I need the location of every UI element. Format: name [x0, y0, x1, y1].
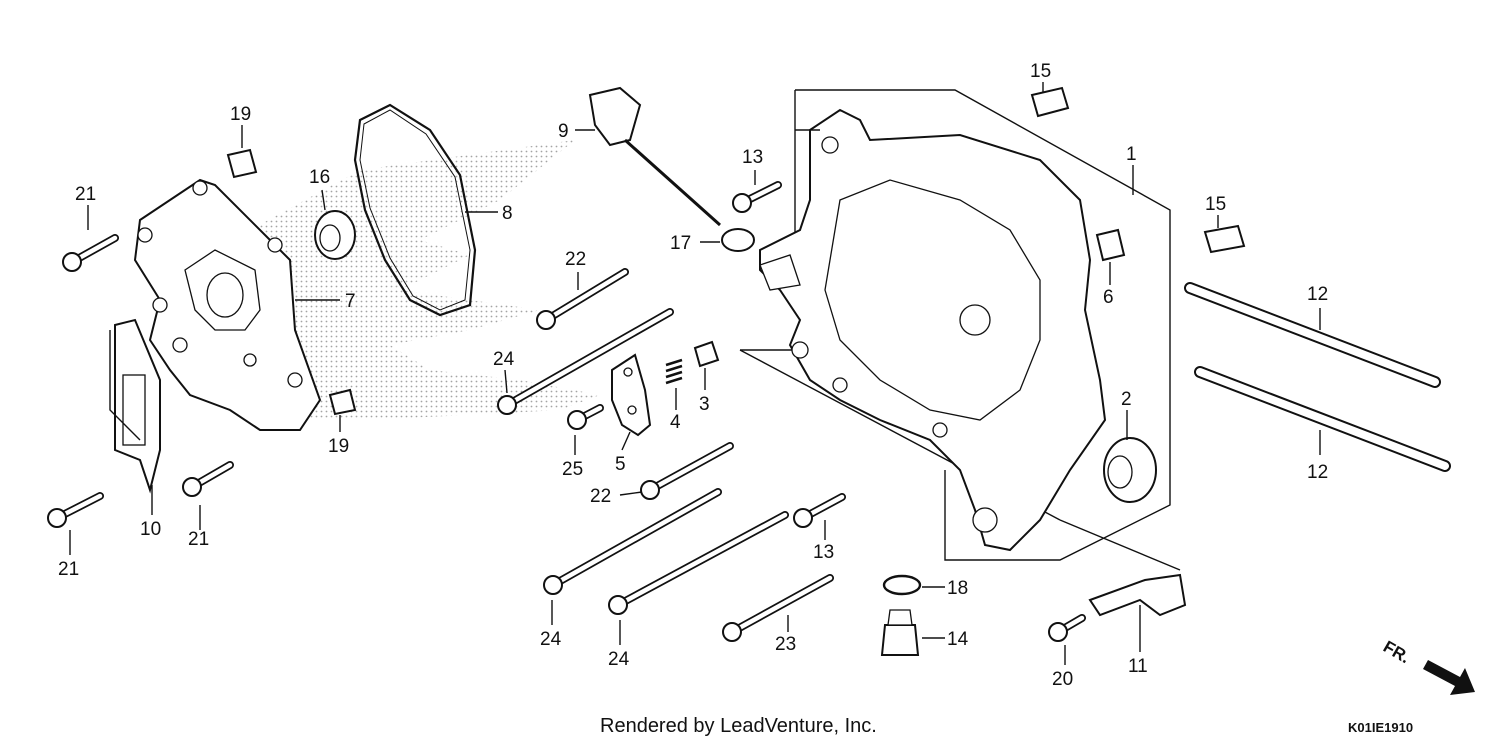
callout-12-lower: 12 — [1307, 462, 1328, 483]
front-direction-indicator: FR. — [1380, 637, 1475, 695]
callout-5: 5 — [615, 454, 626, 475]
callout-24-right: 24 — [608, 649, 630, 670]
bracket-part-11[interactable] — [1088, 573, 1187, 617]
bolt-part-13-lower[interactable] — [793, 493, 846, 528]
callout-19-top: 19 — [230, 104, 251, 125]
callout-9: 9 — [558, 121, 569, 142]
bolt-part-23[interactable] — [722, 574, 834, 642]
drain-plug-part-14[interactable] — [880, 609, 920, 656]
callout-8: 8 — [502, 203, 513, 224]
diagram-code: K01IE1910 — [1348, 720, 1413, 735]
dowel-pin-part-19-bottom[interactable] — [328, 388, 357, 416]
callout-15-right: 15 — [1205, 194, 1226, 215]
callout-labels: 1 2 3 4 5 6 7 8 9 10 11 12 12 13 13 14 1… — [58, 61, 1328, 690]
callout-11: 11 — [1128, 656, 1148, 677]
front-arrow-icon — [1423, 660, 1475, 695]
leader-lines — [69, 82, 1321, 665]
callout-15-top: 15 — [1030, 61, 1051, 82]
callout-13-upper: 13 — [742, 147, 763, 168]
bolt-part-24-left[interactable] — [543, 488, 722, 595]
callout-7: 7 — [345, 291, 356, 312]
callout-24-left: 24 — [540, 629, 562, 650]
plate-part-5[interactable] — [611, 353, 652, 437]
bolt-part-24-top[interactable] — [497, 308, 674, 415]
callout-12-upper: 12 — [1307, 284, 1328, 305]
callout-6: 6 — [1103, 287, 1114, 308]
dipstick-part-9[interactable] — [588, 86, 722, 227]
callout-20: 20 — [1052, 669, 1073, 690]
callout-13-lower: 13 — [813, 542, 834, 563]
bolt-part-25[interactable] — [567, 404, 604, 430]
callout-18: 18 — [947, 578, 968, 599]
bolt-part-20[interactable] — [1048, 614, 1086, 642]
callout-25: 25 — [562, 459, 583, 480]
bolt-part-22-top[interactable] — [536, 268, 629, 330]
footer-credit: Rendered by LeadVenture, Inc. — [600, 715, 877, 737]
callout-22-top: 22 — [565, 249, 586, 270]
callout-21-middle: 21 — [188, 529, 209, 550]
callout-3: 3 — [699, 394, 710, 415]
callout-10: 10 — [140, 519, 161, 540]
callout-1: 1 — [1126, 144, 1137, 165]
bolt-part-24-right[interactable] — [608, 511, 789, 615]
callout-21-bottom: 21 — [58, 559, 79, 580]
callout-24-top: 24 — [493, 349, 515, 370]
bolt-part-21-middle[interactable] — [182, 461, 234, 497]
fr-label: FR. — [1380, 637, 1413, 667]
stud-part-12-upper[interactable] — [1184, 282, 1441, 388]
dowel-pin-part-6[interactable] — [1095, 228, 1126, 262]
bolt-part-21-top[interactable] — [62, 234, 119, 272]
callout-17: 17 — [670, 233, 691, 254]
callout-16: 16 — [309, 167, 330, 188]
bracket-part-10[interactable] — [114, 318, 161, 494]
bolt-part-13-upper[interactable] — [732, 181, 782, 213]
crankcase-cover-part-7[interactable] — [133, 178, 322, 431]
callout-14: 14 — [947, 629, 969, 650]
callout-22-bottom: 22 — [590, 486, 611, 507]
dowel-pin-part-15-right[interactable] — [1203, 224, 1246, 254]
spring-part-4[interactable] — [665, 358, 683, 385]
pin-part-3[interactable] — [693, 340, 720, 368]
dowel-pin-part-15-top[interactable] — [1030, 86, 1070, 118]
oil-seal-part-16[interactable] — [314, 210, 356, 260]
callout-21-top: 21 — [75, 184, 96, 205]
dowel-pin-part-19-top[interactable] — [226, 148, 258, 179]
bolt-part-22-bottom[interactable] — [640, 442, 734, 500]
o-ring-part-17[interactable] — [721, 228, 755, 252]
callout-23: 23 — [775, 634, 796, 655]
stud-part-12-lower[interactable] — [1194, 366, 1451, 472]
callout-19-bottom: 19 — [328, 436, 349, 457]
callout-2: 2 — [1121, 389, 1132, 410]
bolt-group — [47, 181, 1086, 642]
washer-part-18[interactable] — [882, 574, 922, 596]
bearing-part-2[interactable] — [1103, 437, 1157, 503]
bolt-part-21-bottom[interactable] — [47, 492, 104, 528]
callout-4: 4 — [670, 412, 681, 433]
gasket-part-8[interactable] — [353, 103, 477, 317]
crankcase-part-1[interactable] — [759, 108, 1107, 552]
